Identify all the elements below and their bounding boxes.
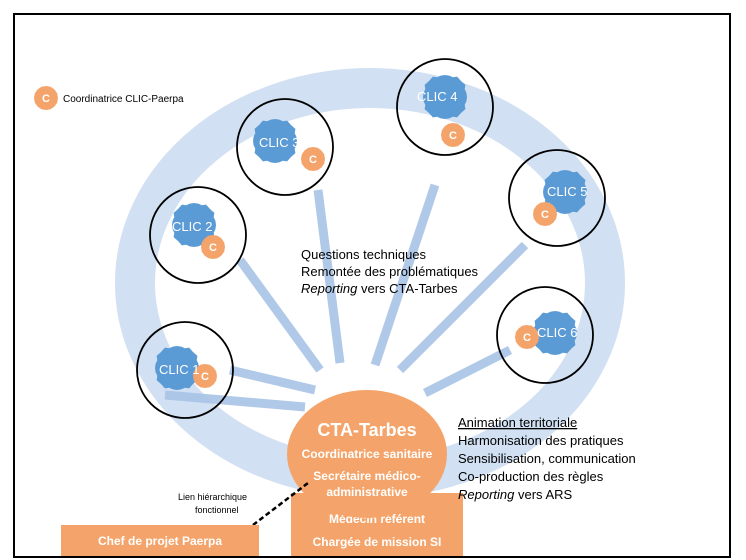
arrow-clic4 <box>370 183 440 367</box>
arrows-to-hub <box>164 183 529 412</box>
bottom-box-line-2: Chargée de mission SI <box>313 535 442 549</box>
arrow-clic3 <box>313 189 345 364</box>
chef-box-label: Chef de projet Paerpa <box>98 534 222 548</box>
right-text: Animation territoriale Harmonisation des… <box>458 415 636 502</box>
right-line-5: Reporting vers ARS <box>458 487 572 502</box>
link-label-1: Lien hiérarchique <box>178 492 247 502</box>
center-line-3: Reporting vers CTA-Tarbes <box>301 281 458 296</box>
center-text: Questions techniques Remontée des problé… <box>301 247 479 296</box>
legend: C Coordinatrice CLIC-Paerpa <box>34 86 184 110</box>
right-line-3: Sensibilisation, communication <box>458 451 636 466</box>
clic-5: CLIC 5 C <box>508 149 606 247</box>
clic-3: CLIC 3 C <box>236 98 334 196</box>
clic-6: CLIC 6 C <box>496 286 594 384</box>
cta-hub: CTA-Tarbes Coordinatrice sanitaire Secré… <box>287 390 447 518</box>
right-line-4: Co-production des règles <box>458 469 604 484</box>
clic-label: CLIC 1 <box>159 362 199 377</box>
hub-title: CTA-Tarbes <box>317 420 416 440</box>
link-label-2: fonctionnel <box>195 505 239 515</box>
clic-1: CLIC 1 C <box>136 321 234 419</box>
legend-badge: C <box>42 93 50 105</box>
right-line-2: Harmonisation des pratiques <box>458 433 624 448</box>
clic-4: CLIC 4 C <box>396 58 494 156</box>
arrow-clic2 <box>236 257 324 373</box>
clic-2: CLIC 2 C <box>149 186 247 284</box>
clic-label: CLIC 6 <box>537 325 577 340</box>
arrow-clic1 <box>228 365 317 395</box>
hub-line-1: Coordinatrice sanitaire <box>302 447 433 461</box>
arrow-left <box>164 390 306 412</box>
clic-badge: C <box>201 371 209 383</box>
hierarchical-link <box>252 482 309 526</box>
legend-label: Coordinatrice CLIC-Paerpa <box>63 94 184 105</box>
clic-label: CLIC 3 <box>259 135 299 150</box>
diagram-frame: C Coordinatrice CLIC-Paerpa CLIC 1 C CLI… <box>13 13 731 558</box>
clic-label: CLIC 2 <box>172 219 212 234</box>
clic-badge: C <box>523 332 531 344</box>
chef-projet-box: Chef de projet Paerpa <box>61 525 259 556</box>
center-line-1: Questions techniques <box>301 247 427 262</box>
clic-badge: C <box>541 209 549 221</box>
clic-badge: C <box>309 154 317 166</box>
clic-badge: C <box>209 242 217 254</box>
right-line-1: Animation territoriale <box>458 415 577 430</box>
hub-line-2: Secrétaire médico- <box>313 469 420 483</box>
arrow-clic6 <box>422 345 513 398</box>
clic-label: CLIC 4 <box>417 89 457 104</box>
clic-label: CLIC 5 <box>547 184 587 199</box>
hub-line-3: administrative <box>326 485 408 499</box>
organization-diagram: C Coordinatrice CLIC-Paerpa CLIC 1 C CLI… <box>34 58 636 556</box>
clic-badge: C <box>449 130 457 142</box>
center-line-2: Remontée des problématiques <box>301 264 479 279</box>
arrow-clic5 <box>396 241 529 374</box>
